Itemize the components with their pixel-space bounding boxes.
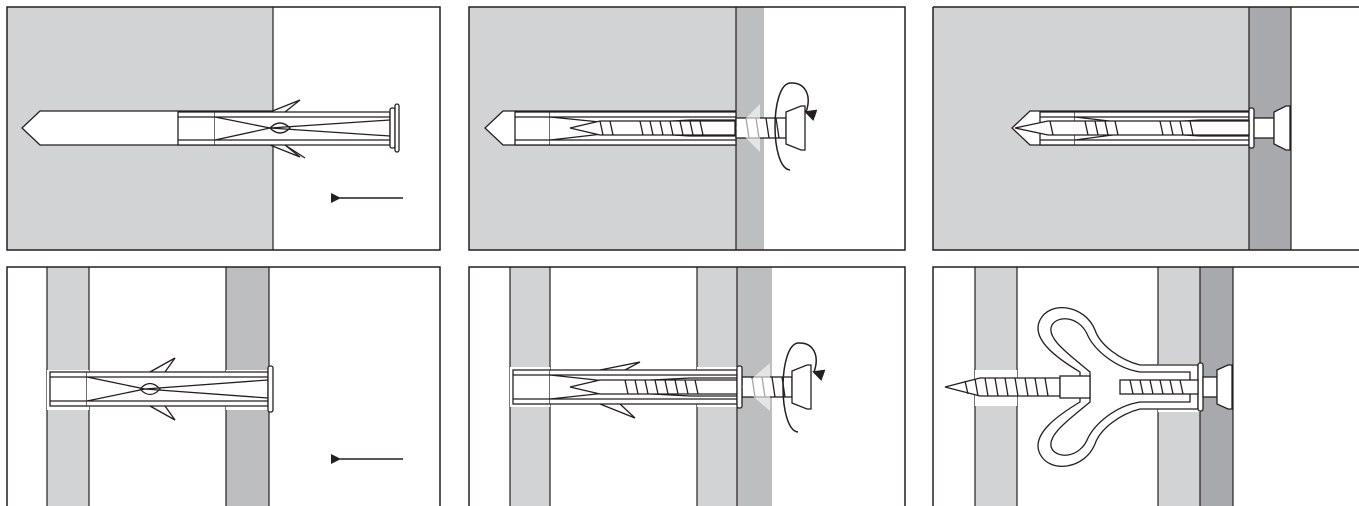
screw (944, 364, 1233, 410)
panel-hollow-knotted (932, 266, 1359, 506)
panel-solid-fixed (932, 6, 1359, 251)
rotate-arrow-icon (782, 342, 826, 433)
wall-plug (49, 357, 274, 421)
knotted-plug (1037, 307, 1204, 467)
screw (1014, 105, 1291, 151)
panel-hollow-insert-plug (6, 266, 441, 506)
panel-hollow-drive-screw (468, 266, 906, 506)
panel-solid-insert-plug (6, 6, 441, 251)
wall-plug (177, 99, 400, 159)
rotate-arrow-icon (774, 82, 818, 171)
panel-solid-drive-screw (468, 6, 906, 251)
